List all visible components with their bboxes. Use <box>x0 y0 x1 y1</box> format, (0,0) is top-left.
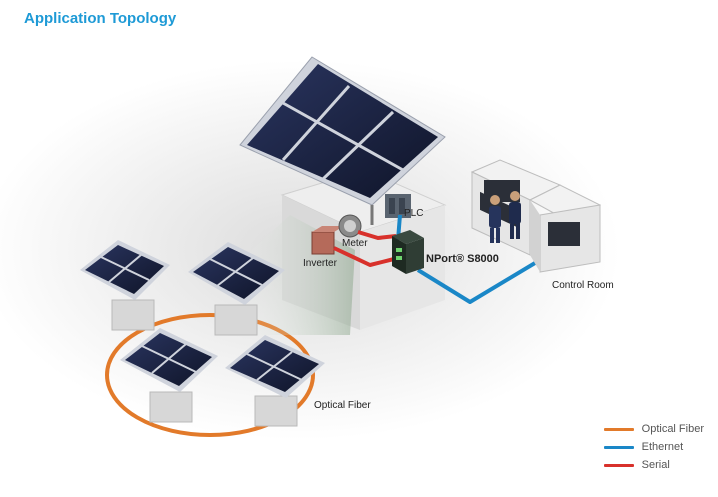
legend-label: Optical Fiber <box>641 423 704 435</box>
serial-line-inverter <box>333 246 399 267</box>
meter-label: Meter <box>342 238 368 249</box>
legend-swatch-serial <box>603 463 634 467</box>
plc-device <box>385 194 411 218</box>
legend-label: Ethernet <box>641 441 684 453</box>
inverter-label: Inverter <box>303 258 338 269</box>
main-solar-panel <box>239 56 446 225</box>
control-room-label: Control Room <box>552 280 614 291</box>
field-solar-unit-4 <box>225 335 325 427</box>
nport-device <box>392 230 424 274</box>
legend-swatch-optical-fiber <box>603 427 634 431</box>
optical-fiber-label: Optical Fiber <box>314 400 371 411</box>
control-room-workers <box>489 191 521 243</box>
field-solar-unit-1 <box>80 240 170 331</box>
meter-device <box>338 214 362 238</box>
page-title: Application Topology <box>24 10 177 27</box>
optical-fiber-ring <box>105 313 315 437</box>
plc-label: PLC <box>404 208 423 219</box>
field-solar-unit-2 <box>188 242 285 336</box>
nport-label: NPort® S8000 <box>426 253 499 265</box>
legend: Optical Fiber Ethernet Serial <box>603 420 704 474</box>
legend-item-serial: Serial <box>603 456 704 474</box>
legend-item-optical-fiber: Optical Fiber <box>603 420 704 438</box>
inverter-device <box>311 226 344 255</box>
field-solar-unit-3 <box>120 328 218 423</box>
legend-swatch-ethernet <box>603 445 634 449</box>
serial-line-meter <box>357 230 397 241</box>
legend-item-ethernet: Ethernet <box>603 438 704 456</box>
legend-label: Serial <box>641 459 670 471</box>
